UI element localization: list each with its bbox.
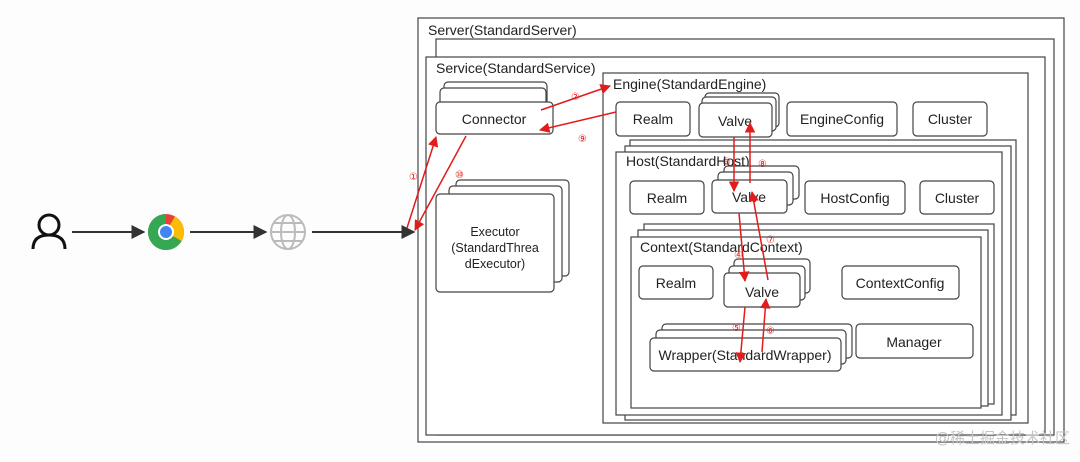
- step4-number: ④: [734, 250, 743, 261]
- engine-realm-box: [615, 101, 691, 137]
- engine-label: Engine(StandardEngine): [613, 76, 766, 92]
- host-cluster-label: Cluster: [935, 190, 980, 206]
- host-realm-box: [629, 180, 705, 215]
- step1-arrow: [406, 135, 439, 229]
- context-box: [630, 223, 995, 409]
- host-config-label: HostConfig: [820, 190, 889, 206]
- step4-arrow: [738, 212, 750, 283]
- connector-label: Connector: [462, 111, 527, 127]
- step1-number: ①: [409, 172, 418, 183]
- chrome-icon: [147, 214, 185, 251]
- step10-number: ⑩: [455, 170, 464, 181]
- engine-cluster-box: [912, 101, 988, 137]
- request-flow-arrows: [406, 84, 771, 364]
- executor-label-line1: Executor: [470, 225, 519, 239]
- step7-arrow: [748, 190, 769, 281]
- step3-number: ③: [722, 157, 731, 168]
- user-icon: [31, 213, 67, 250]
- context-config-box: [841, 265, 960, 300]
- step8-number: ⑧: [758, 159, 767, 170]
- step9-number: ⑨: [578, 134, 587, 145]
- watermark: @稀土掘金技术社区: [935, 429, 1070, 447]
- host-label: Host(StandardHost): [626, 153, 750, 169]
- engine-config-label: EngineConfig: [800, 111, 884, 127]
- context-realm-label: Realm: [656, 275, 696, 291]
- service-label: Service(StandardService): [436, 60, 596, 76]
- engine-valve-box: [698, 92, 780, 138]
- context-label: Context(StandardContext): [640, 239, 803, 255]
- executor-label-line2: (StandardThrea: [451, 241, 539, 255]
- wrapper-label: Wrapper(StandardWrapper): [658, 347, 831, 363]
- step2-number: ②: [571, 92, 580, 103]
- connector-box: [435, 81, 554, 135]
- step6-arrow: [760, 297, 771, 353]
- host-realm-label: Realm: [647, 190, 687, 206]
- step7-number: ⑦: [766, 235, 775, 246]
- host-cluster-box: [919, 180, 995, 215]
- step10-arrow: [414, 135, 467, 231]
- context-config-label: ContextConfig: [856, 275, 945, 291]
- step6-number: ⑥: [766, 326, 775, 337]
- executor-box: [435, 179, 570, 293]
- host-valve-label: Valve: [732, 189, 766, 205]
- step2-arrow: [540, 84, 611, 111]
- globe-icon: [270, 214, 306, 250]
- engine-config-box: [786, 101, 898, 137]
- step5-number: ⑤: [732, 323, 741, 334]
- engine-valve-label: Valve: [718, 113, 752, 129]
- manager-box: [855, 323, 974, 359]
- step9-arrow: [538, 111, 617, 133]
- context-valve-label: Valve: [745, 284, 779, 300]
- engine-realm-label: Realm: [633, 111, 673, 127]
- step5-arrow: [735, 306, 747, 364]
- server-label: Server(StandardServer): [428, 22, 577, 38]
- host-config-box: [804, 180, 906, 215]
- manager-label: Manager: [886, 334, 942, 350]
- executor-label-line3: dExecutor): [465, 257, 525, 271]
- engine-cluster-label: Cluster: [928, 111, 973, 127]
- context-realm-box: [638, 265, 714, 300]
